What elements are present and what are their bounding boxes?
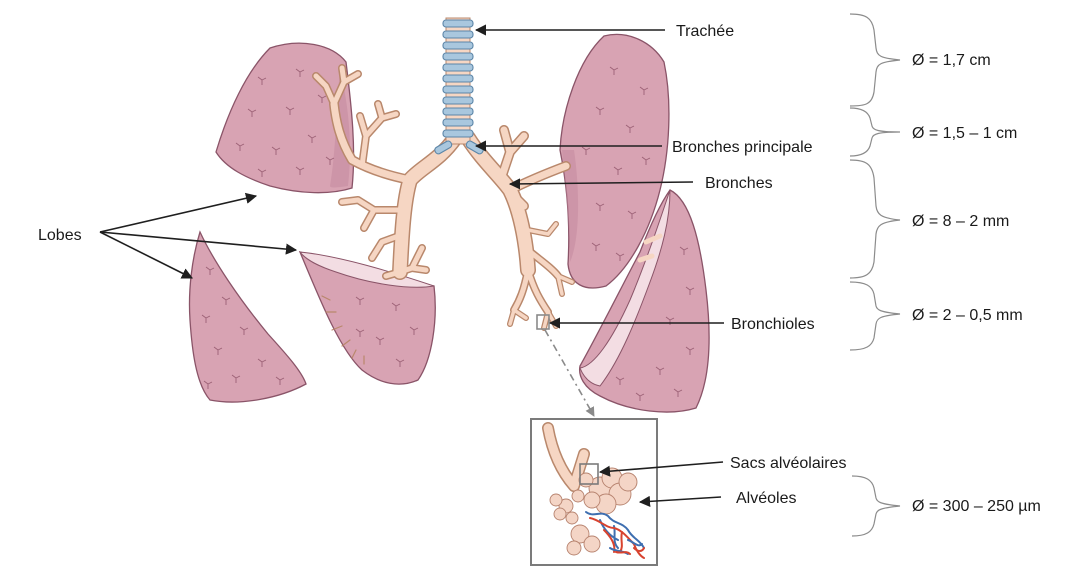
label-bronchi: Bronches	[705, 175, 773, 192]
diameter-alveoli: Ø = 300 – 250 µm	[912, 498, 1041, 515]
label-trachea: Trachée	[676, 23, 734, 40]
label-bronchioles: Bronchioles	[731, 316, 815, 333]
diameter-braces	[850, 14, 900, 536]
alveoli-inset	[531, 419, 657, 565]
lobe-left-lower	[189, 232, 306, 402]
label-main-bronchi: Bronches principale	[672, 139, 813, 156]
label-lobes: Lobes	[38, 227, 82, 244]
diameter-trachea: Ø = 1,7 cm	[912, 52, 991, 69]
label-alveolar-sacs: Sacs alvéolaires	[730, 455, 847, 472]
diameter-main-bronchi: Ø = 1,5 – 1 cm	[912, 125, 1017, 142]
diameter-bronchi: Ø = 8 – 2 mm	[912, 213, 1009, 230]
diameter-bronchioles: Ø = 2 – 0,5 mm	[912, 307, 1023, 324]
trachea-rings	[434, 18, 485, 155]
label-alveoli: Alvéoles	[736, 490, 796, 507]
